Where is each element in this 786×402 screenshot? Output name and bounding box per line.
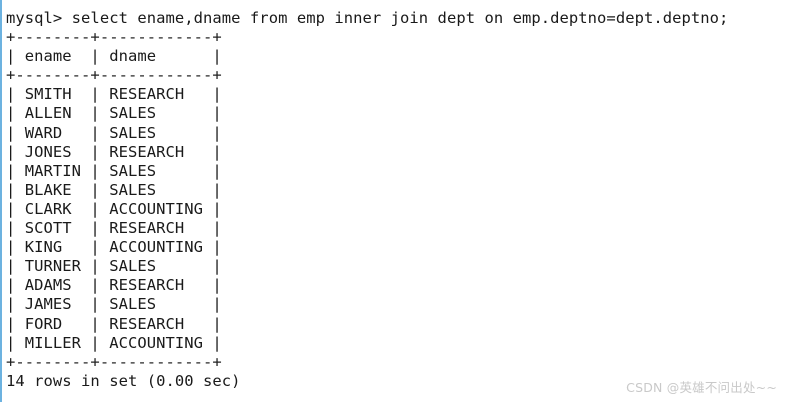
table-row: | BLAKE | SALES | <box>6 180 222 199</box>
table-row: | JONES | RESEARCH | <box>6 142 222 161</box>
table-row: | MILLER | ACCOUNTING | <box>6 333 222 352</box>
table-row: | WARD | SALES | <box>6 123 222 142</box>
terminal-output: mysql> select ename,dname from emp inner… <box>2 0 786 391</box>
table-row: | SCOTT | RESEARCH | <box>6 219 222 238</box>
table-row: | JAMES | SALES | <box>6 295 222 314</box>
table-row: | TURNER | SALES | <box>6 257 222 276</box>
table-rule-middle: +--------+------------+ <box>6 66 222 85</box>
table-row: | ADAMS | RESEARCH | <box>6 276 222 295</box>
table-rule-top: +--------+------------+ <box>6 28 222 47</box>
table-row: | KING | ACCOUNTING | <box>6 238 222 257</box>
table-row: | CLARK | ACCOUNTING | <box>6 199 222 218</box>
table-rule-bottom: +--------+------------+ <box>6 352 222 371</box>
table-row: | SMITH | RESEARCH | <box>6 85 222 104</box>
table-row: | FORD | RESEARCH | <box>6 314 222 333</box>
table-row: | MARTIN | SALES | <box>6 161 222 180</box>
table-row: | ALLEN | SALES | <box>6 104 222 123</box>
table-header-row: | ename | dname | <box>6 47 222 66</box>
command-prompt-line: mysql> select ename,dname from emp inner… <box>6 9 729 27</box>
csdn-watermark: CSDN @英雄不问出处~~ <box>626 380 777 395</box>
result-status-line: 14 rows in set (0.00 sec) <box>6 371 241 390</box>
